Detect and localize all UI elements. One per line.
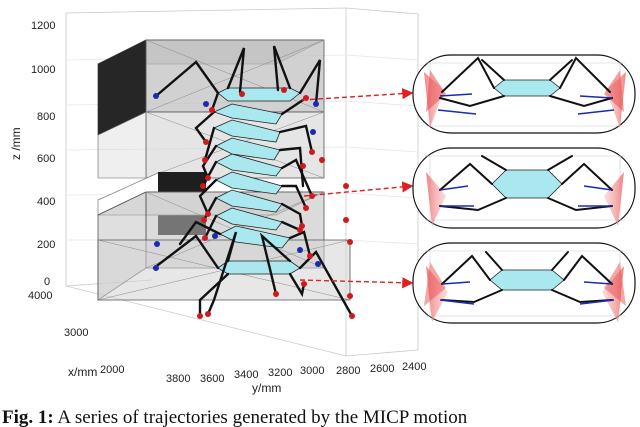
z-tick: 1000 <box>31 64 55 76</box>
foot-points-blue <box>153 93 321 271</box>
y-tick: 2600 <box>370 363 394 375</box>
detail-panel-3 <box>412 242 636 324</box>
figure-caption: Fig. 1: A series of trajectories generat… <box>2 407 640 427</box>
foot-points-red <box>197 87 355 319</box>
y-tick: 2800 <box>336 365 360 377</box>
x-axis-ticks: 4000 3000 2000 <box>28 290 124 376</box>
z-tick: 0 <box>44 276 50 288</box>
wall-upper <box>97 39 325 179</box>
y-tick: 3200 <box>268 367 292 379</box>
z-tick: 1200 <box>31 20 55 32</box>
x-tick: 4000 <box>28 290 52 302</box>
y-tick: 3800 <box>166 373 190 385</box>
x-tick: 2000 <box>100 364 124 376</box>
y-tick: 2400 <box>402 361 426 373</box>
x-tick: 3000 <box>64 327 88 339</box>
y-axis-ticks: 3800 3600 3400 3200 3000 2800 2600 2400 <box>166 361 426 385</box>
y-tick: 3600 <box>200 373 224 385</box>
z-tick: 200 <box>37 239 55 251</box>
detail-panel-2 <box>412 147 636 229</box>
callout-arrows <box>299 88 414 289</box>
y-tick: 3000 <box>300 365 324 377</box>
x-axis-label: x/mm <box>68 365 97 379</box>
z-axis-ticks: 0 200 400 600 800 1000 1200 <box>31 20 55 288</box>
robot-legs <box>152 45 354 318</box>
z-axis-label: z /mm <box>9 127 23 160</box>
caption-prefix: Fig. 1: <box>2 407 54 427</box>
y-tick: 3400 <box>234 369 258 381</box>
detail-panel-1 <box>412 54 636 134</box>
y-axis-label: y/mm <box>252 381 281 395</box>
z-tick: 400 <box>37 196 55 208</box>
z-tick: 600 <box>37 153 55 165</box>
z-tick: 800 <box>37 111 55 123</box>
caption-text: A series of trajectories generated by th… <box>53 407 468 427</box>
